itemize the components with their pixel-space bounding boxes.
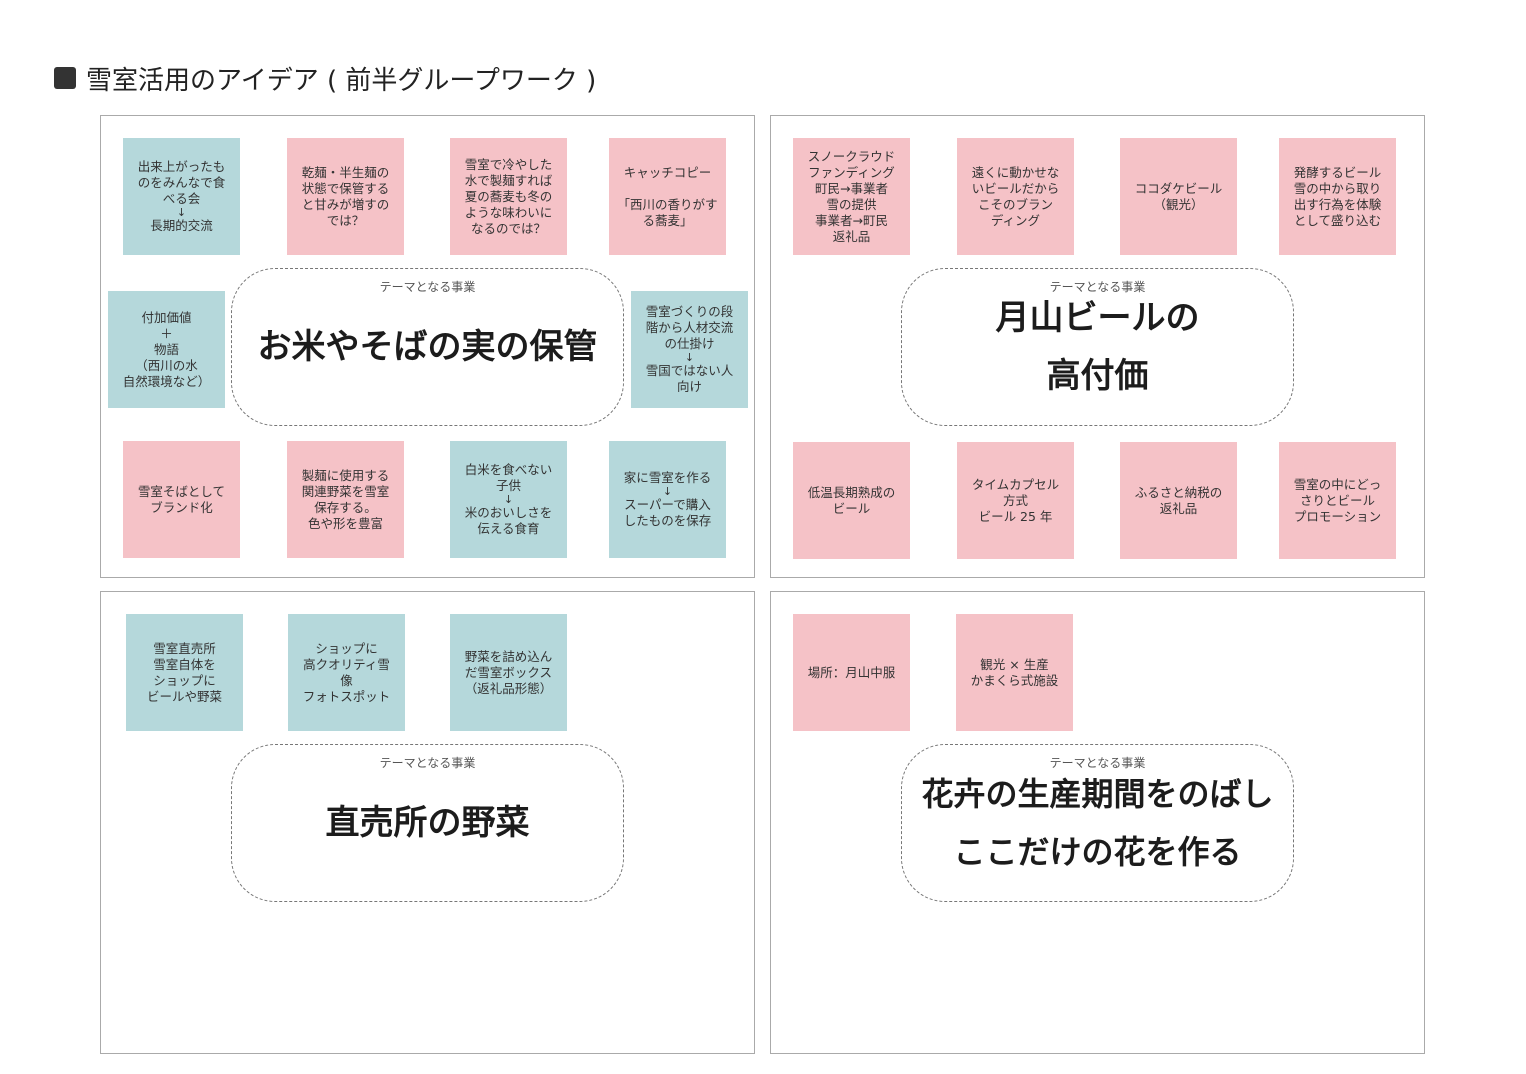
note-text: 場所：月山中服: [807, 664, 896, 680]
sticky-note: 遠くに動かせな いビールだから こそのブラン ディング: [957, 138, 1074, 255]
panel-direct-sales: 雪室直売所 雪室自体を ショップに ビールや野菜 ショップに 高クオリティ雪 像…: [100, 591, 755, 1054]
note-text: 雪室直売所 雪室自体を ショップに ビールや野菜: [146, 640, 222, 704]
panel-flowers: 場所：月山中服 観光 × 生産 かまくら式施設 テーマとなる事業 花卉の生産期間…: [770, 591, 1425, 1054]
sticky-note: 雪室直売所 雪室自体を ショップに ビールや野菜: [126, 614, 243, 731]
theme-box: テーマとなる事業 花卉の生産期間をのばし ここだけの花を作る: [901, 744, 1294, 902]
sticky-note: 付加価値＋物語 （西川の水 自然環境など）: [108, 291, 225, 408]
note-text: 製麺に使用する 関連野菜を雪室 保存する。 色や形を豊富: [301, 467, 390, 531]
sticky-note: 発酵するビール 雪の中から取り 出す行為を体験 として盛り込む: [1279, 138, 1396, 255]
sticky-note: 乾麺・半生麺の 状態で保管する と甘みが増すの では？: [287, 138, 404, 255]
note-text: 遠くに動かせな いビールだから こそのブラン ディング: [971, 164, 1060, 228]
theme-label: テーマとなる事業: [379, 280, 476, 294]
note-text: 野菜を詰め込ん だ雪室ボックス （返礼品形態）: [464, 648, 553, 696]
sticky-note: 野菜を詰め込ん だ雪室ボックス （返礼品形態）: [450, 614, 567, 731]
sticky-note: 白米を食べない 子供↓米のおいしさを 伝える食育: [450, 441, 567, 558]
sticky-note: 製麺に使用する 関連野菜を雪室 保存する。 色や形を豊富: [287, 441, 404, 558]
down-arrow-icon: ↓: [503, 493, 514, 506]
note-text: 物語 （西川の水 自然環境など）: [122, 341, 211, 389]
sticky-note: 雪室そばとして ブランド化: [123, 441, 240, 558]
sticky-note: 低温長期熟成の ビール: [793, 442, 910, 559]
note-text: 雪室の中にどっ さりとビール プロモーション: [1293, 476, 1382, 524]
theme-title: お米やそばの実の保管: [257, 327, 598, 367]
note-text: スノークラウド ファンディング 町民→事業者 雪の提供 事業者→町民 返礼品: [807, 148, 896, 244]
note-text: タイムカプセル 方式 ビール 25 年: [971, 476, 1060, 524]
note-text: [666, 181, 670, 197]
note-text: 家に雪室を作る: [623, 470, 712, 485]
note-text: 発酵するビール 雪の中から取り 出す行為を体験 として盛り込む: [1293, 164, 1382, 228]
note-text: 観光 × 生産 かまくら式施設: [970, 656, 1059, 688]
theme-label: テーマとなる事業: [1049, 280, 1146, 294]
theme-title: 花卉の生産期間をのばし ここだけの花を作る: [921, 775, 1274, 871]
note-text: 「西川の香りがす る蕎麦」: [617, 196, 718, 228]
theme-title: 直売所の野菜: [325, 803, 530, 843]
sticky-note: 出来上がったも のをみんなで食 べる会↓長期的交流: [123, 138, 240, 255]
theme-title: 月山ビールの 高付価: [995, 298, 1200, 396]
theme-label: テーマとなる事業: [379, 756, 476, 770]
down-arrow-icon: ↓: [176, 206, 187, 219]
sticky-note: 雪室づくりの段 階から人材交流 の仕掛け↓雪国ではない人 向け: [631, 291, 748, 408]
sticky-note: 観光 × 生産 かまくら式施設: [956, 614, 1073, 731]
panel-gassan-beer: スノークラウド ファンディング 町民→事業者 雪の提供 事業者→町民 返礼品 遠…: [770, 115, 1425, 578]
down-arrow-icon: ↓: [684, 351, 695, 364]
sticky-note: キャッチコピー 「西川の香りがす る蕎麦」: [609, 138, 726, 255]
note-text: ＋: [160, 325, 173, 341]
note-text: ココダケビール （観光）: [1134, 180, 1223, 212]
note-text: 付加価値: [141, 309, 192, 325]
sticky-note: ココダケビール （観光）: [1120, 138, 1237, 255]
panel-rice-soba: 出来上がったも のをみんなで食 べる会↓長期的交流 乾麺・半生麺の 状態で保管す…: [100, 115, 755, 578]
theme-box: テーマとなる事業 月山ビールの 高付価: [901, 268, 1294, 426]
note-text: 米のおいしさを 伝える食育: [464, 505, 553, 536]
note-text: 低温長期熟成の ビール: [807, 484, 896, 516]
page-title: 雪室活用のアイデア ( 前半グループワーク ): [54, 62, 597, 96]
down-arrow-icon: ↓: [662, 485, 673, 498]
sticky-note: スノークラウド ファンディング 町民→事業者 雪の提供 事業者→町民 返礼品: [793, 138, 910, 255]
theme-box: テーマとなる事業 直売所の野菜: [231, 744, 624, 902]
sticky-note: 雪室の中にどっ さりとビール プロモーション: [1279, 442, 1396, 559]
sticky-note: 雪室で冷やした 水で製麺すれば 夏の蕎麦も冬の ような味わいに なるのでは？: [450, 138, 567, 255]
sticky-note: 場所：月山中服: [793, 614, 910, 731]
note-text: 長期的交流: [150, 218, 213, 233]
theme-box: テーマとなる事業 お米やそばの実の保管: [231, 268, 624, 426]
sticky-note: ショップに 高クオリティ雪 像 フォトスポット: [288, 614, 405, 731]
note-text: スーパーで購入 したものを保存: [623, 497, 712, 528]
sticky-note: 家に雪室を作る↓スーパーで購入 したものを保存: [609, 441, 726, 558]
square-bullet-icon: [54, 67, 76, 89]
note-text: ショップに 高クオリティ雪 像 フォトスポット: [302, 640, 391, 704]
sticky-note: タイムカプセル 方式 ビール 25 年: [957, 442, 1074, 559]
page-title-text: 雪室活用のアイデア ( 前半グループワーク ): [86, 65, 597, 96]
note-text: 白米を食べない 子供: [464, 462, 553, 493]
note-text: 乾麺・半生麺の 状態で保管する と甘みが増すの では？: [301, 164, 390, 228]
theme-label: テーマとなる事業: [1049, 756, 1146, 770]
note-text: 雪室づくりの段 階から人材交流 の仕掛け: [645, 304, 734, 351]
note-text: キャッチコピー: [623, 164, 712, 180]
note-text: 雪国ではない人 向け: [645, 363, 734, 394]
sticky-note: ふるさと納税の 返礼品: [1120, 442, 1237, 559]
note-text: 出来上がったも のをみんなで食 べる会: [137, 159, 226, 206]
note-text: ふるさと納税の 返礼品: [1134, 484, 1223, 516]
note-text: 雪室で冷やした 水で製麺すれば 夏の蕎麦も冬の ような味わいに なるのでは？: [464, 156, 553, 236]
note-text: 雪室そばとして ブランド化: [137, 483, 226, 515]
